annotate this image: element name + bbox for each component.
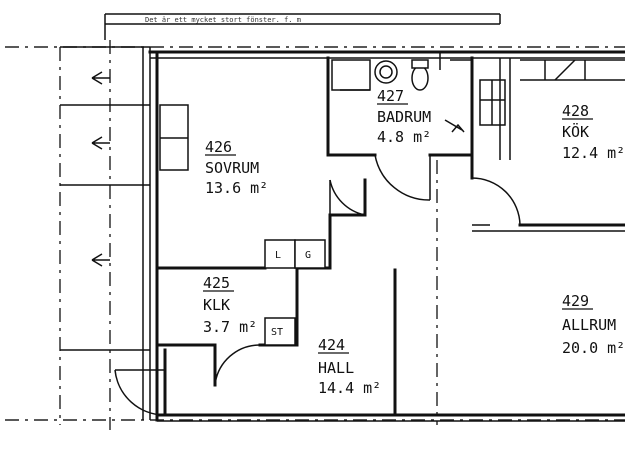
wardrobes: L G ST [159, 104, 326, 346]
room-number: 426 [205, 138, 232, 156]
wardrobe-g-label: G [305, 250, 311, 261]
room-429: 429 ALLRUM 20.0 m² [562, 292, 625, 357]
room-name: SOVRUM [205, 159, 259, 177]
arrow-markers [91, 71, 110, 267]
sink-icon [374, 60, 398, 84]
room-name: KLK [203, 296, 230, 314]
header-strip-text: Det är ett mycket stort fönster. f. m [145, 16, 301, 24]
toilet-icon [411, 65, 429, 91]
room-area: 4.8 m² [377, 128, 431, 146]
wardrobe-l [264, 239, 296, 269]
room-number: 424 [318, 336, 345, 354]
grid-lines [5, 40, 625, 430]
room-number: 428 [562, 102, 589, 120]
room-number: 427 [377, 87, 404, 105]
bathroom-fixtures [331, 59, 465, 133]
room-name: ALLRUM [562, 316, 616, 334]
room-area: 14.4 m² [318, 379, 381, 397]
door-swings [114, 154, 521, 416]
room-428: 428 KÖK 12.4 m² [562, 102, 625, 162]
room-area: 20.0 m² [562, 339, 625, 357]
exterior-structure [60, 46, 151, 420]
wardrobe-g [294, 239, 326, 269]
room-427: 427 BADRUM 4.8 m² [377, 87, 431, 146]
storage-st-label: ST [271, 327, 283, 338]
room-424: 424 HALL 14.4 m² [318, 336, 381, 397]
room-name: HALL [318, 359, 354, 377]
room-area: 13.6 m² [205, 179, 268, 197]
bathtub-icon [331, 59, 371, 91]
storage-st [264, 317, 296, 346]
kitchen-fixtures [479, 58, 511, 160]
room-number: 425 [203, 274, 230, 292]
room-name: BADRUM [377, 108, 431, 126]
header-strip: Det är ett mycket stort fönster. f. m [104, 13, 501, 40]
room-name: KÖK [562, 122, 589, 141]
wardrobe-l-label: L [275, 250, 281, 261]
room-425: 425 KLK 3.7 m² [203, 274, 257, 336]
windows [439, 52, 625, 81]
room-area: 3.7 m² [203, 318, 257, 336]
room-area: 12.4 m² [562, 144, 625, 162]
room-426: 426 SOVRUM 13.6 m² [205, 138, 268, 197]
room-number: 429 [562, 292, 589, 310]
